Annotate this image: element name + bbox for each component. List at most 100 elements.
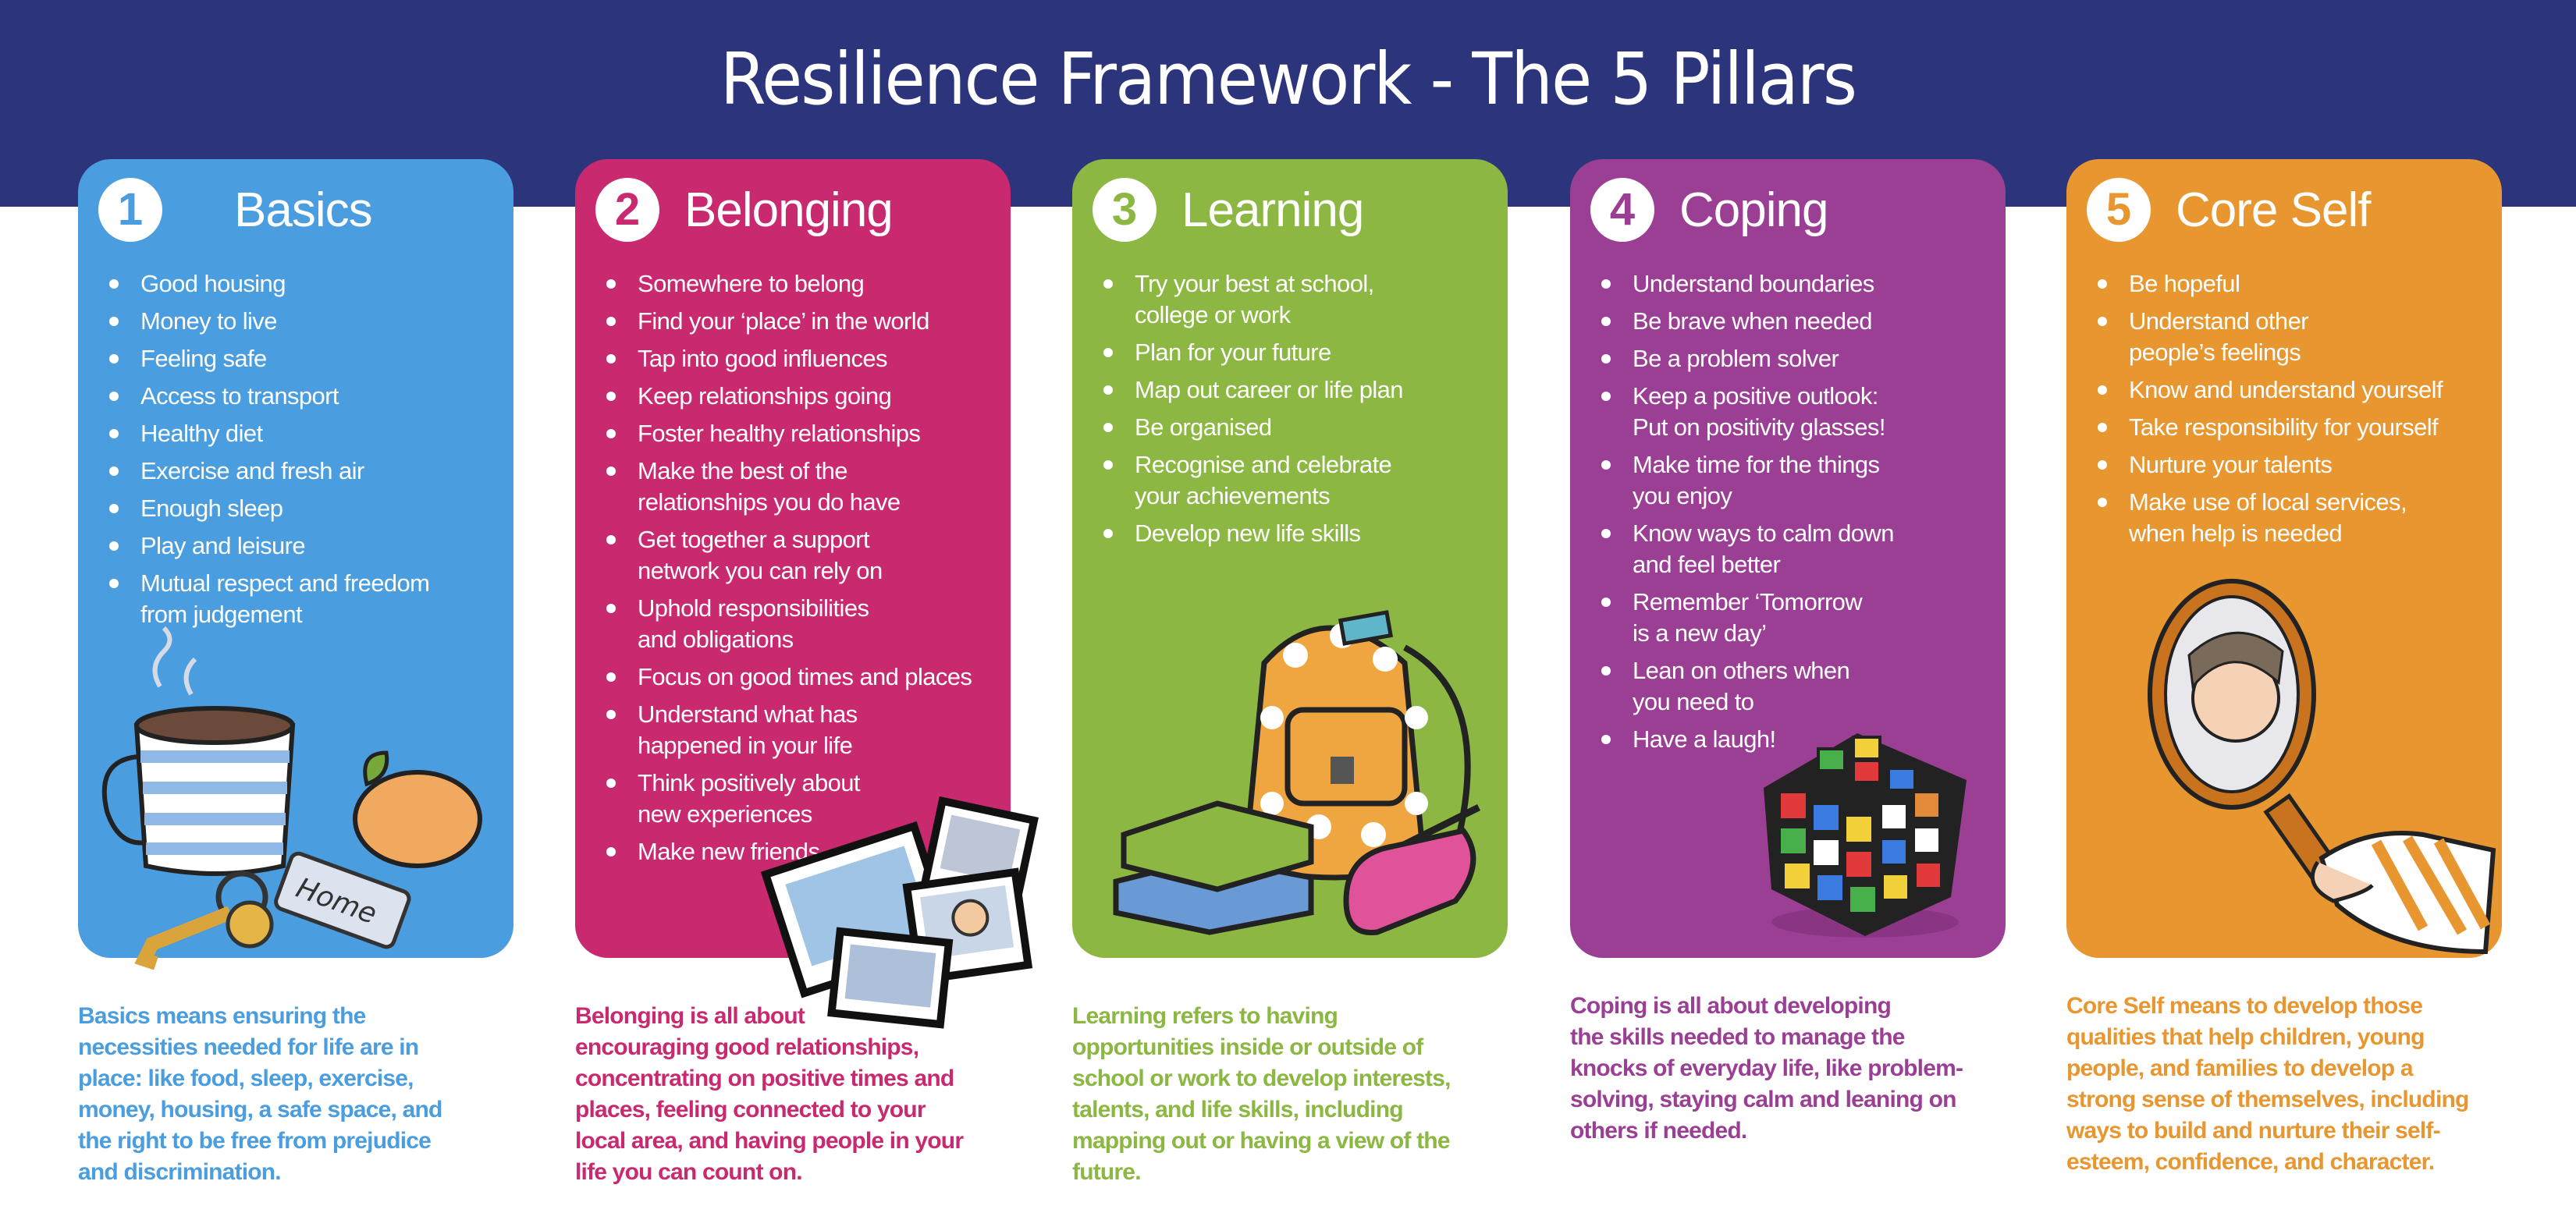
pillar-description-learning: Learning refers to having opportunities … <box>1072 1003 1451 1185</box>
list-item: Nurture your talents <box>2096 449 2494 481</box>
list-item-text: Make time for the things you enjoy <box>1633 451 1880 509</box>
keys-home-tag-icon: Home <box>134 851 411 970</box>
list-item-text: Have a laugh! <box>1633 725 1776 753</box>
list-item-text: Enough sleep <box>140 495 283 522</box>
list-item: Remember ‘Tomorrow is a new day’ <box>1600 587 1998 649</box>
photographs-icon <box>760 796 1039 1029</box>
list-item: Make use of local services, when help is… <box>2096 487 2494 549</box>
list-item-text: Be hopeful <box>2129 270 2240 297</box>
pillar-title: Learning <box>1181 183 1364 237</box>
mug-icon <box>101 626 296 876</box>
pillar-number-badge: 5 <box>2087 178 2151 242</box>
list-item-text: Money to live <box>140 307 277 335</box>
list-item-text: Understand boundaries <box>1633 270 1874 297</box>
list-item: Understand what has happened in your lif… <box>605 699 1003 761</box>
list-item: Get together a support network you can r… <box>605 524 1003 587</box>
bullet-icon <box>606 354 616 364</box>
bullet-icon <box>1601 460 1611 470</box>
list-item-text: Get together a support network you can r… <box>638 526 883 584</box>
list-item-text: Recognise and celebrate your achievement… <box>1135 451 1392 509</box>
list-item: Find your ‘place’ in the world <box>605 306 1003 337</box>
pillar-number-badge: 3 <box>1093 178 1157 242</box>
list-item-text: Tap into good influences <box>638 345 888 372</box>
list-item: Somewhere to belong <box>605 268 1003 300</box>
list-item-text: Feeling safe <box>140 345 267 372</box>
bullet-icon <box>606 317 616 326</box>
bullet-icon <box>1601 598 1611 607</box>
bullet-icon <box>1601 529 1611 538</box>
list-item: Think positively about new experiences <box>605 768 1003 830</box>
list-item-text: Access to transport <box>140 382 339 410</box>
list-item-text: Keep a positive outlook: Put on positivi… <box>1633 382 1885 441</box>
list-item: Be a problem solver <box>1600 343 1998 374</box>
list-item-text: Be organised <box>1135 413 1272 441</box>
list-item-text: Be brave when needed <box>1633 307 1872 335</box>
bullet-icon <box>606 279 616 289</box>
list-item-text: Mutual respect and freedom from judgemen… <box>140 569 430 628</box>
list-item: Mutual respect and freedom from judgemen… <box>108 568 506 630</box>
bullet-icon <box>2098 460 2107 470</box>
rubiks-cube-icon <box>1764 733 1967 938</box>
list-item-text: Know ways to calm down and feel better <box>1633 520 1894 578</box>
bullet-icon <box>1601 735 1611 744</box>
list-item-text: Take responsibility for yourself <box>2129 413 2439 441</box>
bullet-icon <box>109 541 119 551</box>
bullet-icon <box>2098 317 2107 326</box>
list-item-text: Lean on others when you need to <box>1633 657 1850 715</box>
list-item: Uphold responsibilities and obligations <box>605 593 1003 655</box>
pillar-title: Coping <box>1679 183 1828 237</box>
bullet-icon <box>606 429 616 438</box>
list-item: Feeling safe <box>108 343 506 374</box>
bullet-icon <box>1601 666 1611 676</box>
list-item-text: Exercise and fresh air <box>140 457 364 484</box>
pillar-title: Basics <box>234 183 373 237</box>
page-title: Resilience Framework - The 5 Pillars <box>720 37 1857 121</box>
pillar-title: Belonging <box>684 183 894 237</box>
list-item-text: Foster healthy relationships <box>638 420 921 447</box>
bullet-icon <box>2098 423 2107 432</box>
pillar-number-badge: 2 <box>595 178 659 242</box>
list-item: Know ways to calm down and feel better <box>1600 518 1998 580</box>
list-item: Take responsibility for yourself <box>2096 412 2494 443</box>
list-item: Foster healthy relationships <box>605 418 1003 449</box>
bullet-icon <box>109 354 119 364</box>
bullet-icon <box>606 672 616 682</box>
list-item: Focus on good times and places <box>605 661 1003 693</box>
list-item: Lean on others when you need to <box>1600 655 1998 718</box>
list-item: Understand other people’s feelings <box>2096 306 2494 368</box>
bullet-icon <box>1601 354 1611 364</box>
list-item-text: Make use of local services, when help is… <box>2129 488 2407 547</box>
list-item-text: Play and leisure <box>140 532 306 559</box>
list-item: Healthy diet <box>108 418 506 449</box>
list-item-text: Somewhere to belong <box>638 270 865 297</box>
bullet-icon <box>2098 498 2107 507</box>
list-item: Access to transport <box>108 381 506 412</box>
bullet-icon <box>2098 385 2107 395</box>
list-item: Try your best at school, college or work <box>1102 268 1500 331</box>
bullet-icon <box>1601 317 1611 326</box>
list-item-text: Understand what has happened in your lif… <box>638 700 858 759</box>
bullet-icon <box>109 466 119 476</box>
list-item-text: Plan for your future <box>1135 339 1331 366</box>
list-item-text: Be a problem solver <box>1633 345 1839 372</box>
list-item-text: Think positively about new experiences <box>638 769 861 828</box>
list-item-text: Make the best of the relationships you d… <box>638 457 901 516</box>
pillar-title: Core Self <box>2176 183 2371 237</box>
bullet-icon <box>606 466 616 476</box>
bullet-icon <box>1103 460 1113 470</box>
list-item-text: Uphold responsibilities and obligations <box>638 594 869 653</box>
bullet-icon <box>606 847 616 856</box>
bullet-icon <box>109 279 119 289</box>
bullet-icon <box>606 710 616 719</box>
bullet-icon <box>606 392 616 401</box>
list-item-text: Understand other people’s feelings <box>2129 307 2309 366</box>
pillar-description-core-self: Core Self means to develop those qualiti… <box>2066 993 2469 1175</box>
bullet-icon <box>109 429 119 438</box>
pillar-description-coping: Coping is all about developing the skill… <box>1570 993 1963 1144</box>
pencil-case-icon <box>1343 803 1481 935</box>
peach-icon <box>353 750 482 868</box>
list-item-text: Good housing <box>140 270 286 297</box>
list-item: Map out career or life plan <box>1102 374 1500 406</box>
